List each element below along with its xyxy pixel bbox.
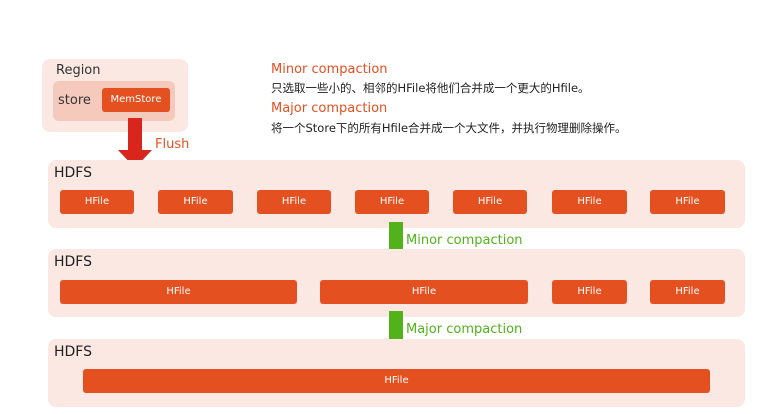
hfile-block: HFile	[650, 280, 725, 304]
hfile-block: HFile	[552, 280, 627, 304]
hdfs-label-2: HDFS	[54, 254, 93, 270]
flush-label: Flush	[155, 137, 190, 152]
minor-compaction-label: Minor compaction	[406, 233, 523, 248]
memstore-box: MemStore	[102, 88, 170, 112]
hfile-block: HFile	[453, 190, 527, 214]
hfile-block: HFile	[320, 280, 528, 304]
flush-arrow-shaft	[128, 118, 142, 150]
store-label: store	[58, 93, 91, 108]
hfile-block: HFile	[552, 190, 627, 214]
hfile-block: HFile	[355, 190, 429, 214]
minor-compaction-description: 只选取一些小的、相邻的HFile将他们合并成一个更大的Hfile。	[271, 81, 590, 95]
major-compaction-arrow-shaft	[389, 311, 403, 347]
region-label: Region	[56, 63, 101, 78]
major-compaction-title: Major compaction	[271, 101, 388, 116]
major-compaction-description: 将一个Store下的所有Hfile合并成一个大文件，并执行物理删除操作。	[271, 121, 627, 135]
hdfs-label-1: HDFS	[54, 165, 93, 181]
hfile-block: HFile	[158, 190, 233, 214]
hfile-block: HFile	[60, 280, 297, 304]
hfile-block: HFile	[83, 369, 710, 393]
major-compaction-label: Major compaction	[406, 322, 523, 337]
hfile-block: HFile	[650, 190, 725, 214]
hfile-block: HFile	[60, 190, 134, 214]
hfile-block: HFile	[257, 190, 331, 214]
hdfs-label-3: HDFS	[54, 344, 93, 360]
minor-compaction-title: Minor compaction	[271, 62, 388, 77]
